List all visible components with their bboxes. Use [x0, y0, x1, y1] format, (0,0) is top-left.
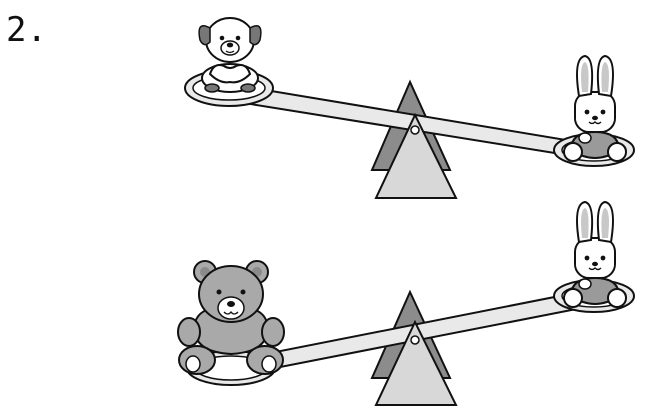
bottom-seesaw: [177, 201, 635, 406]
bunny-figure: [563, 55, 627, 162]
left-seat-puppy: [184, 17, 274, 107]
right-seat-bunny: [553, 55, 635, 167]
fulcrum-front: [374, 112, 458, 199]
bunny-figure: [563, 201, 627, 308]
fulcrum-front: [374, 319, 458, 406]
pivot-pin: [410, 335, 420, 345]
puppy-figure: [198, 17, 262, 93]
pivot-pin: [410, 125, 420, 135]
top-seesaw: [184, 17, 635, 199]
left-seat-teddy-bear: [177, 260, 285, 386]
right-seat-bunny: [553, 201, 635, 313]
question-number: 2.: [6, 10, 47, 50]
